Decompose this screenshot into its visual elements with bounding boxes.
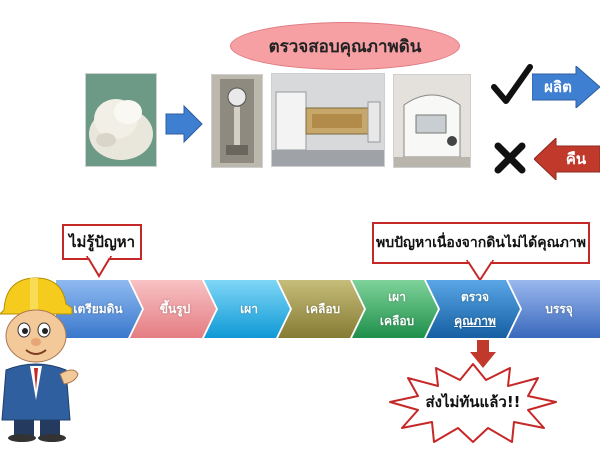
return-label: คืน [565, 150, 587, 168]
problem-found-pointer [466, 260, 494, 282]
step-chevron-4 [278, 280, 364, 338]
tension-tester-image [211, 74, 263, 168]
clay-powder-image [85, 73, 157, 167]
problem-found-callout: พบปัญหาเนื่องจากดินไม่ได้คุณภาพ [372, 222, 590, 264]
late-delivery-burst: ส่งไม่ทันแล้ว!! [388, 362, 558, 444]
process-chevron-bar [56, 280, 600, 338]
produce-arrow: ผลิต [532, 66, 600, 108]
step-chevron-1 [56, 280, 142, 338]
step-chevron-6 [426, 280, 520, 338]
step-label-2: ขึ้นรูป [159, 302, 191, 316]
step-label-4: เคลือบ [305, 302, 341, 316]
return-arrow: คืน [534, 138, 600, 180]
step-label-3: เผา [240, 302, 258, 316]
checkmark-icon [491, 64, 533, 104]
late-delivery-label: ส่งไม่ทันแล้ว!! [425, 393, 521, 411]
analyzer-image [393, 74, 471, 168]
produce-label: ผลิต [544, 78, 572, 96]
process-arrow-icon [165, 104, 203, 144]
quality-title: ตรวจสอบคุณภาพดิน [230, 22, 460, 70]
furnace-tester-image [271, 73, 385, 167]
cross-icon [494, 142, 526, 174]
step-chevron-3 [204, 280, 290, 338]
unaware-callout: ไม่รู้ปัญหา [62, 224, 142, 260]
step-label-6: ตรวจ คุณภาพ [454, 290, 496, 328]
unaware-callout-pointer [86, 256, 112, 278]
step-chevron-5 [352, 280, 438, 338]
engineer-character-image [0, 277, 79, 442]
step-label-7: บรรจุ [545, 302, 573, 316]
step-chevron-2 [130, 280, 216, 338]
step-label-5: เผา เคลือบ [379, 290, 415, 328]
step-label-1: เตรียมดิน [73, 302, 123, 316]
step-chevron-7 [508, 280, 600, 338]
down-arrow-icon [470, 340, 496, 368]
